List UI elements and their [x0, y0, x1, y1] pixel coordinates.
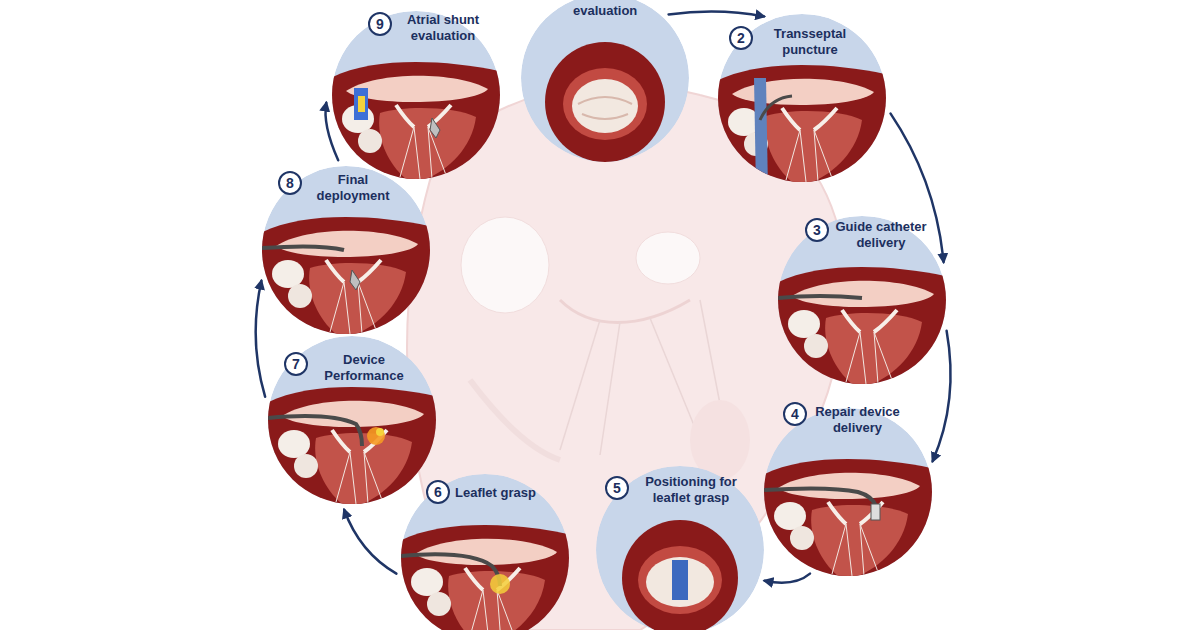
step-number: 4 [791, 407, 799, 421]
step-title: Final deployment [308, 172, 398, 203]
step-circle: Atrial shunt evaluation 9 [332, 11, 500, 179]
flow-arrow [256, 281, 265, 397]
step-title: Transseptal puncture [760, 26, 860, 57]
flow-arrow [669, 12, 764, 17]
callout-number: 6 [426, 480, 450, 504]
step-circle: Transseptal puncture 2 [718, 14, 886, 182]
callout-number: 2 [729, 26, 753, 50]
callout-number: 5 [605, 476, 629, 500]
step-circle: Positioning for leaflet grasp 5 [596, 466, 764, 630]
step-circle: Device Performance 7 [268, 336, 436, 504]
step-number: 6 [434, 485, 442, 499]
step-title: Guide catheter delivery [831, 219, 931, 250]
step-number: 2 [737, 31, 745, 45]
step-circle: Guide catheter delivery 3 [778, 216, 946, 384]
step-circle: Final deployment 8 [262, 166, 430, 334]
flow-arrow [933, 331, 951, 461]
step-panel [521, 0, 689, 162]
step-title: Device Performance [314, 352, 414, 383]
flow-arrow [325, 103, 338, 161]
step-panel [748, 408, 948, 592]
step-circle: Repair device delivery4 [764, 408, 932, 576]
callout-number: 8 [278, 171, 302, 195]
step-panel [762, 216, 962, 400]
step-panel [316, 11, 516, 195]
step-title: evaluation [573, 3, 637, 19]
callout-number: 3 [805, 218, 829, 242]
step-title: Atrial shunt evaluation [398, 12, 488, 43]
flow-arrow [344, 510, 396, 574]
step-circle: Leaflet grasp 6 [401, 474, 569, 630]
step-panel [252, 336, 452, 520]
step-panel [702, 14, 902, 198]
step-title: Positioning for leaflet grasp [636, 474, 746, 505]
callout-number: 7 [284, 352, 308, 376]
step-panel [385, 474, 585, 630]
step-number: 3 [813, 223, 821, 237]
step-panel [246, 166, 446, 350]
step-title: Leaflet grasp [455, 485, 536, 501]
flow-arrow [765, 574, 810, 583]
step-number: 5 [613, 481, 621, 495]
step-number: 7 [292, 357, 300, 371]
step-panel [596, 466, 764, 630]
step-number: 8 [286, 176, 294, 190]
callout-number: 9 [368, 12, 392, 36]
callout-number: 4 [783, 402, 807, 426]
step-circle: evaluation [521, 0, 689, 162]
step-number: 9 [376, 17, 384, 31]
step-title: Repair device delivery [810, 404, 905, 435]
